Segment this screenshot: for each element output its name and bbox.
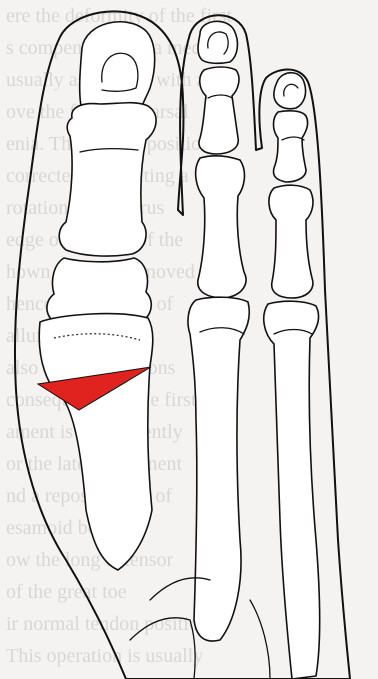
third-toe-middle-phalanx xyxy=(274,111,308,182)
first-metatarsal-head xyxy=(47,258,151,320)
first-metatarsal-shaft xyxy=(39,314,153,570)
tarsal-line-2 xyxy=(130,618,195,679)
tarsal-line-3 xyxy=(250,600,270,679)
second-metatarsal xyxy=(188,297,249,641)
third-toe-distal-phalanx xyxy=(274,73,306,109)
third-toe-proximal-phalanx xyxy=(269,185,313,298)
hallux-proximal-phalanx xyxy=(59,103,156,256)
second-toe-proximal-phalanx xyxy=(196,156,246,298)
third-metatarsal xyxy=(264,301,320,679)
second-toe-distal-phalanx xyxy=(198,21,237,63)
second-toe-middle-phalanx xyxy=(199,67,239,154)
hallux-distal-phalanx xyxy=(80,22,155,112)
